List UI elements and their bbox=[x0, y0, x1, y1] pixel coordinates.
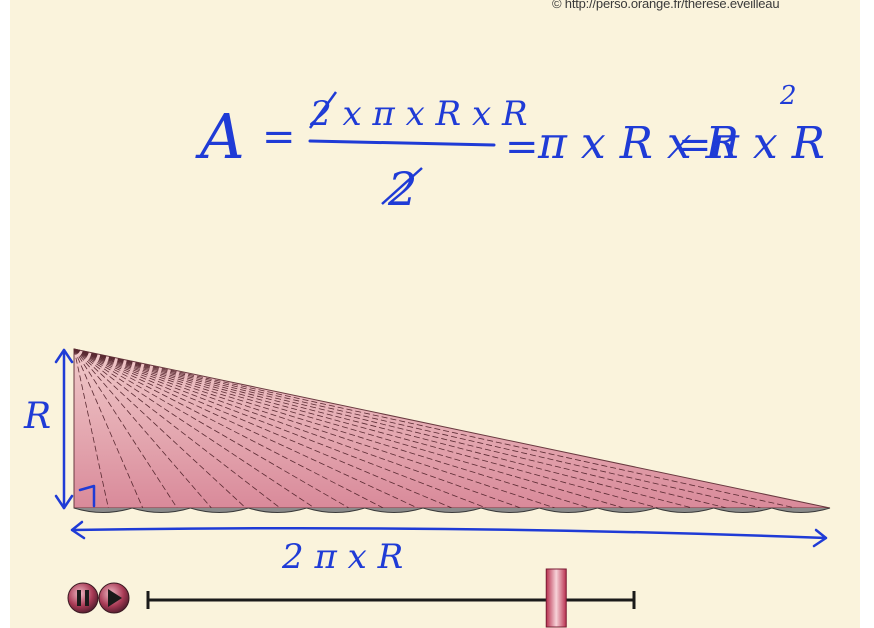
slice-line bbox=[73, 348, 453, 509]
slice-line bbox=[73, 348, 178, 509]
progress-slider[interactable] bbox=[146, 568, 636, 628]
slice-lines bbox=[73, 348, 796, 509]
radius-label: R bbox=[23, 396, 51, 437]
slice-line bbox=[73, 348, 659, 509]
slice-arc bbox=[655, 507, 714, 513]
player-controls bbox=[67, 568, 636, 628]
slice-arc bbox=[597, 507, 656, 513]
slice-arc bbox=[248, 507, 307, 513]
formula-eq-1: = bbox=[262, 114, 296, 160]
slice-line bbox=[73, 348, 521, 509]
slice-line bbox=[73, 348, 109, 509]
slice-line bbox=[73, 348, 144, 509]
cancel-mark-numerator bbox=[308, 91, 338, 129]
slice-arc bbox=[190, 507, 249, 513]
slice-line bbox=[73, 348, 728, 509]
fraction-bar bbox=[308, 139, 496, 147]
formula-exponent: 2 bbox=[779, 81, 797, 111]
play-icon bbox=[108, 589, 122, 607]
slice-line bbox=[73, 348, 796, 509]
pause-button-bg[interactable] bbox=[67, 582, 99, 614]
base-arrow-line bbox=[70, 526, 828, 540]
slice-line bbox=[73, 348, 487, 509]
radius-arrow-bottom bbox=[54, 494, 74, 510]
formula-eq-3: = bbox=[678, 122, 712, 168]
base-annotation: 2 π x R bbox=[70, 520, 828, 577]
slice-arc bbox=[539, 507, 598, 513]
slice-line bbox=[73, 348, 212, 509]
radius-annotation: R bbox=[23, 348, 96, 510]
slice-arc bbox=[306, 507, 365, 513]
slice-arc bbox=[771, 507, 831, 513]
unrolled-circle-triangle bbox=[73, 348, 831, 513]
slice-line bbox=[73, 348, 556, 509]
slider-thumb[interactable] bbox=[545, 568, 567, 628]
formula-denominator: 2 bbox=[387, 162, 417, 216]
slice-arc bbox=[132, 507, 191, 513]
base-label: 2 π x R bbox=[281, 537, 403, 577]
slice-arc bbox=[364, 507, 424, 513]
slice-arc bbox=[480, 507, 540, 513]
slice-line bbox=[73, 348, 247, 509]
cancel-mark-denominator bbox=[381, 167, 423, 205]
formula-numerator: 2 x π x R x R bbox=[309, 94, 528, 134]
pause-icon bbox=[77, 590, 81, 606]
slice-line bbox=[73, 348, 281, 509]
pause-button[interactable] bbox=[67, 582, 99, 614]
slice-arc bbox=[713, 507, 772, 513]
base-arrow-left bbox=[70, 520, 86, 540]
credit-text: © http://perso.orange.fr/therese.eveille… bbox=[552, 0, 780, 11]
play-button[interactable] bbox=[98, 582, 130, 614]
animation-frame: © http://perso.orange.fr/therese.eveille… bbox=[10, 0, 860, 628]
slice-line bbox=[73, 348, 693, 509]
scene: A = 2 x π x R x R 2 = π x R x R = π x R … bbox=[23, 81, 831, 628]
formula-lhs: A bbox=[195, 100, 245, 173]
base-arrow-right bbox=[812, 528, 828, 548]
slice-arcs bbox=[73, 507, 831, 513]
formula-eq-2: = bbox=[505, 124, 539, 170]
slice-line bbox=[73, 348, 384, 509]
formula-step3: π x R bbox=[709, 118, 825, 169]
pause-icon-bar bbox=[85, 590, 89, 606]
slice-line bbox=[73, 348, 624, 509]
slice-line bbox=[73, 348, 315, 509]
right-angle-mark bbox=[78, 484, 96, 508]
formula: A = 2 x π x R x R 2 = π x R x R = π x R … bbox=[195, 81, 825, 216]
slice-arc bbox=[73, 507, 133, 513]
formula-step2: π x R x R bbox=[537, 118, 739, 169]
slice-arc bbox=[422, 507, 482, 513]
radius-arrow-top bbox=[54, 348, 74, 364]
slice-line bbox=[73, 348, 762, 509]
slice-line bbox=[73, 348, 418, 509]
slice-line bbox=[73, 348, 350, 509]
